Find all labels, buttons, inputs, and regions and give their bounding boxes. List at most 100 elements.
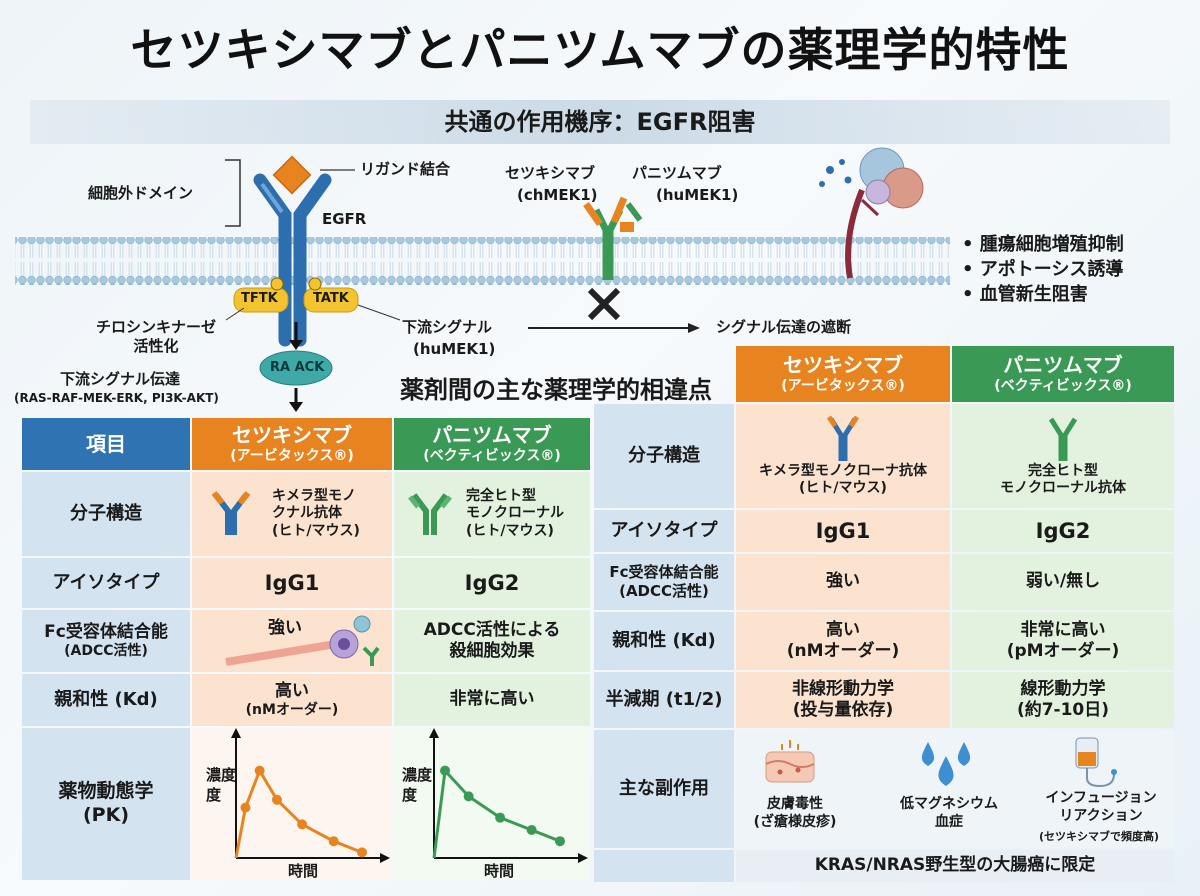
structure-text: キメラ型モノ クナル抗体 (ヒト/マウス): [272, 487, 360, 539]
left-panitumumab-affinity: 非常に高い: [394, 674, 590, 726]
header-brand: (アービタックス®): [230, 447, 354, 464]
header-name: セツキシマブ: [783, 352, 903, 377]
mech-cetuximab-code: (chMEK1): [517, 186, 598, 204]
right-cetuximab-isotype: IgG1: [736, 510, 950, 552]
left-row-label-affinity: 親和性 (Kd): [22, 674, 190, 726]
pk-data-point: [495, 812, 506, 823]
side-effects-cell: [736, 730, 1174, 848]
pk-data-point: [463, 791, 474, 802]
left-header-panitumumab: パニツムマブ (ベクティビックス®): [394, 418, 590, 470]
pk-data-point: [526, 825, 537, 835]
tyrosine-kinase-label: チロシンキナーゼ 活性化: [96, 318, 217, 355]
kinase-domains: [233, 277, 359, 313]
structure-text: キメラ型モノクローナ抗体 (ヒト/マウス): [759, 462, 927, 497]
right-row-label-affinity: 親和性 (Kd): [594, 612, 734, 670]
affinity-sub: (nMオーダー): [245, 701, 339, 718]
downstream-signal-label: 下流シグナル: [402, 318, 493, 336]
pk-curve: [234, 767, 363, 859]
fc-label: Fc受容体結合能: [44, 621, 168, 642]
side-effect-magnesium: 低マグネシウム 血症: [900, 796, 998, 830]
side-effect-infusion-note: (セツキシマブで頻度高): [1038, 830, 1160, 843]
right-row-label-structure: 分子構造: [594, 404, 734, 508]
right-panitumumab-affinity: 非常に高い (pMオーダー): [952, 612, 1174, 670]
left-row-label-isotype: アイソタイプ: [22, 558, 190, 608]
indication-text: KRAS/NRAS野生型の大腸癌に限定: [736, 850, 1174, 882]
mechanism-banner: 共通の作用機序：EGFR阻害: [30, 100, 1170, 144]
right-cetuximab-half-life: 非線形動力学 (投与量依存): [736, 672, 950, 728]
downstream-cascade-sub: (RAS-RAF-MEK-ERK, PI3K-AKT): [14, 391, 219, 405]
right-header-cetuximab: セツキシマブ (アービタックス®): [736, 346, 950, 402]
left-header-cetuximab: セツキシマブ (アービタックス®): [192, 418, 392, 470]
ras-node: [259, 350, 333, 386]
right-row-label-fc: Fc受容体結合能 (ADCC活性): [594, 554, 734, 610]
panitumumab-antibody-icon: [1048, 417, 1078, 461]
effect-item: 腫瘍細胞増殖抑制: [962, 232, 1124, 257]
left-panitumumab-pk: [394, 728, 590, 880]
pk-chart-cetuximab: [231, 728, 390, 863]
structure-text: 完全ヒト型 モノクローナル抗体: [1000, 462, 1126, 497]
indication-label-cell: [594, 850, 734, 882]
cetuximab-antibody-icon: [211, 491, 251, 535]
right-panitumumab-half-life: 線形動力学 (約7-10日): [952, 672, 1174, 728]
tumor-cells-illustration: [819, 147, 924, 279]
magnesium-drops-icon: [921, 742, 971, 786]
header-name: パニツムマブ: [1003, 352, 1123, 377]
left-row-label-structure: 分子構造: [22, 472, 190, 556]
pk-cetuximab-xlabel: 時間: [288, 862, 319, 880]
left-cetuximab-affinity: 高い (nMオーダー): [192, 674, 392, 726]
effects-list: 腫瘍細胞増殖抑制 アポトーシス誘導 血管新生阻害: [962, 232, 1124, 307]
antibody-receptor-complex: [583, 196, 643, 280]
right-panitumumab-isotype: IgG2: [952, 510, 1174, 552]
left-row-label-pk: 薬物動態学 (PK): [22, 728, 190, 880]
left-cetuximab-fc: 強い: [192, 610, 392, 672]
pk-panitumumab-ylabel: 濃度 度: [402, 766, 433, 804]
ligand-binding-label: リガンド結合: [360, 160, 451, 178]
pk-data-point: [297, 819, 308, 830]
pk-curve: [432, 767, 561, 859]
adcc-cell-icon: [225, 615, 380, 666]
infusion-bag-icon: [1075, 737, 1117, 788]
ras-label: RA ACK: [270, 360, 325, 375]
signal-block-label: シグナル伝達の遮断: [716, 318, 852, 336]
side-effect-skin: 皮膚毒性 (ざ瘡様皮疹): [753, 796, 837, 830]
pk-data-point: [271, 794, 282, 805]
cetuximab-antibody-icon: [826, 415, 860, 461]
pk-data-point: [440, 765, 451, 776]
pk-data-point: [555, 836, 565, 847]
pk-chart-panitumumab: [429, 728, 588, 863]
left-panitumumab-isotype: IgG2: [394, 558, 590, 608]
left-cetuximab-structure: キメラ型モノ クナル抗体 (ヒト/マウス): [192, 472, 392, 556]
header-name: セツキシマブ: [232, 422, 352, 447]
right-panitumumab-structure: 完全ヒト型 モノクローナル抗体: [952, 404, 1174, 508]
header-brand: (ベクティビックス®): [994, 377, 1132, 394]
comparison-section-title: 薬剤間の主な薬理学的相違点: [400, 376, 712, 404]
mech-cetuximab-label: セツキシマブ: [505, 164, 596, 182]
affinity-value: 高い: [275, 680, 309, 701]
mechanism-diagram: [15, 147, 950, 412]
tatk-label: TATK: [313, 291, 349, 306]
ligand: [272, 155, 312, 195]
right-row-label-isotype: アイソタイプ: [594, 510, 734, 552]
pk-data-point: [357, 847, 367, 858]
pk-panitumumab-xlabel: 時間: [484, 862, 515, 880]
left-header-item: 項目: [22, 418, 190, 470]
left-cetuximab-isotype: IgG1: [192, 558, 392, 608]
right-row-label-side-effects: 主な副作用: [594, 730, 734, 848]
left-panitumumab-fc: ADCC活性による 殺細胞効果: [394, 610, 590, 672]
left-panitumumab-structure: 完全ヒト型 モノクローナル (ヒト/マウス): [394, 472, 590, 556]
downstream-cascade-label: 下流シグナル伝達: [60, 370, 181, 388]
block-x-icon: [587, 287, 621, 321]
skin-icon: [765, 740, 815, 783]
right-cetuximab-affinity: 高い (nMオーダー): [736, 612, 950, 670]
header-brand: (アービタックス®): [781, 377, 905, 394]
tftk-label: TFTK: [241, 291, 278, 306]
effect-item: アポトーシス誘導: [962, 257, 1124, 282]
right-header-panitumumab: パニツムマブ (ベクティビックス®): [952, 346, 1174, 402]
header-brand: (ベクティビックス®): [423, 447, 561, 464]
effect-item: 血管新生阻害: [962, 282, 1124, 307]
pk-data-point: [254, 765, 265, 776]
extracellular-domain-label: 細胞外ドメイン: [88, 184, 194, 202]
right-cetuximab-structure: キメラ型モノクローナ抗体 (ヒト/マウス): [736, 404, 950, 508]
right-row-label-half-life: 半減期 (t1/2): [594, 672, 734, 728]
header-name: パニツムマブ: [432, 422, 552, 447]
